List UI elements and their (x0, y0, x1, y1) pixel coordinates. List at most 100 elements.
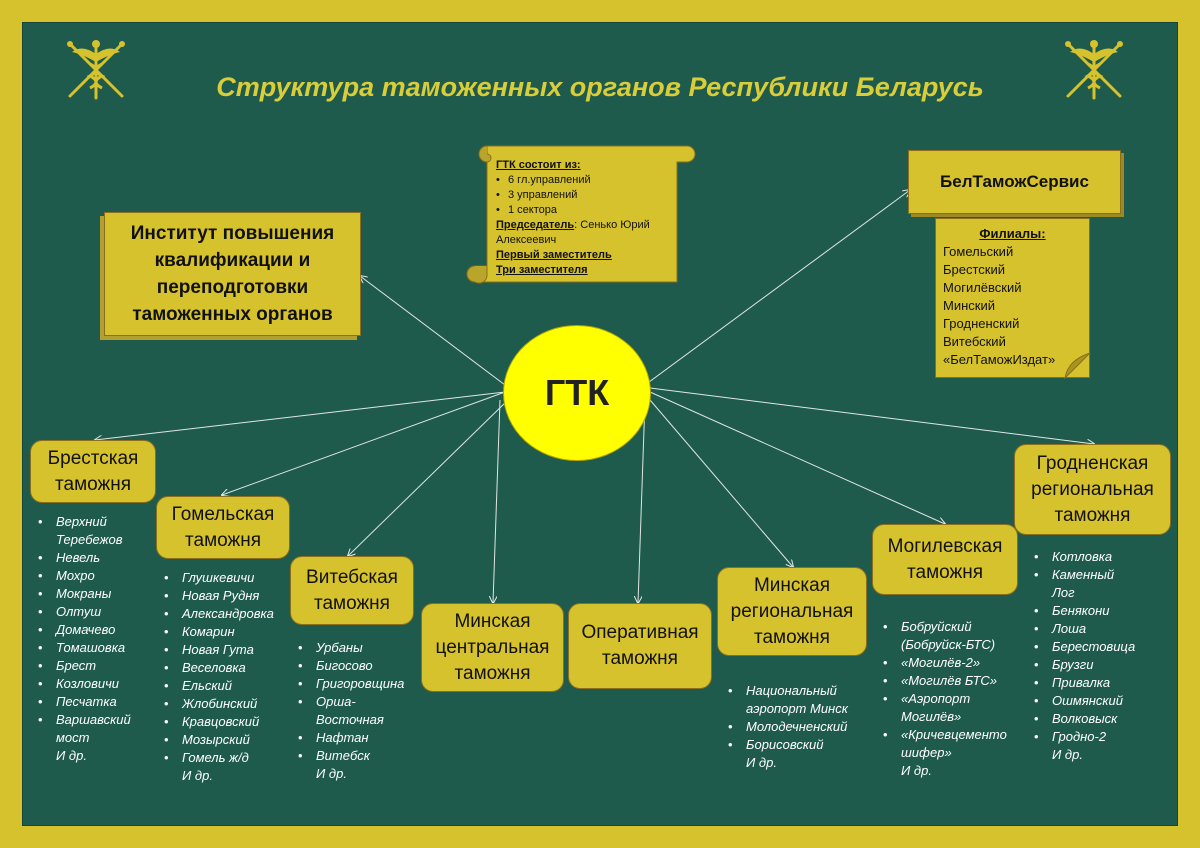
gtk-info-list: 6 гл.управлений 3 управлений 1 сектора (496, 173, 681, 218)
node-line: таможня (454, 662, 531, 684)
institute-box: Институт повышения квалификации и перепо… (104, 212, 361, 336)
customs-post-item: Варшавский мост (38, 711, 156, 747)
customs-post-item: Жлобинский (164, 695, 282, 713)
branches-heading: Филиалы: (979, 226, 1046, 241)
customs-post-item: Котловка (1034, 548, 1134, 566)
node-line: таможня (185, 529, 261, 551)
customs-post-item: Каменный Лог (1034, 566, 1134, 602)
customs-post-item: Невель (38, 549, 156, 567)
branch-item: Гродненский (943, 316, 1020, 331)
customs-post-item: Национальный аэропорт Минск (728, 682, 864, 718)
customs-post-item: Мозырский (164, 731, 282, 749)
customs-post-item: Григоровщина (298, 675, 416, 693)
gtk-info-chairman: Председатель: Сенько Юрий Алексеевич (496, 218, 681, 248)
institute-line-2: квалификации и (154, 250, 311, 271)
branch-item: Гомельский (943, 244, 1014, 259)
page-curl-icon (1064, 352, 1091, 379)
node-line: Гродненская (1036, 452, 1149, 474)
chairman-name: : Сенько Юрий Алексеевич (496, 219, 650, 246)
customs-post-item: Борисовский (728, 736, 864, 754)
gtk-info-text: ГТК состоит из: 6 гл.управлений 3 управл… (496, 158, 681, 278)
page-title: Структура таможенных органов Республики … (216, 72, 984, 102)
customs-post-etc: И др. (901, 763, 932, 778)
node-line: региональная (1031, 478, 1154, 500)
node-line: Могилевская (887, 535, 1003, 557)
customs-post-item: Верхний Теребежов (38, 513, 156, 549)
customs-post-item: Орша-Восточная (298, 693, 416, 729)
node-line: Оперативная (581, 622, 699, 643)
beltamozh-box: БелТаможСервис (908, 150, 1121, 214)
arrow-to-vitebsk (348, 399, 509, 556)
chairman-label: Председатель (496, 219, 575, 231)
customs-post-item: «Могилёв БТС» (883, 672, 1019, 690)
node-line: Минская (753, 574, 830, 596)
node-line: региональная (730, 600, 854, 622)
customs-post-item: Новая Гута (164, 641, 282, 659)
gomel-posts-list: ГлушкевичиНовая РудняАлександровкаКомари… (164, 569, 282, 785)
node-operative-customs: Оперативная таможня (568, 603, 712, 689)
branch-item: Брестский (943, 262, 1006, 277)
minsk-regional-posts-list: Национальный аэропорт МинскМолодечненски… (728, 682, 864, 772)
customs-post-item: Песчатка (38, 693, 156, 711)
customs-post-etc: И др. (316, 766, 347, 781)
customs-post-item: Нафтан (298, 729, 416, 747)
customs-post-item: Новая Рудня (164, 587, 282, 605)
node-line: таможня (55, 473, 131, 495)
customs-emblem-right-icon (1065, 40, 1123, 100)
customs-post-etc: И др. (1052, 747, 1083, 762)
customs-post-item: «Могилёв-2» (883, 654, 1019, 672)
customs-post-item: «Кричевцементо шифер» (883, 726, 1019, 762)
customs-post-item: Брест (38, 657, 156, 675)
gtk-info-item: 1 сектора (496, 203, 681, 218)
node-line: таможня (1054, 504, 1131, 526)
customs-post-item: Олтуш (38, 603, 156, 621)
node-line: таможня (602, 648, 678, 669)
branch-item: Витебский (943, 334, 1006, 349)
arrow-to-beltamozh (644, 190, 910, 386)
node-line: Витебская (306, 566, 398, 588)
customs-post-item: Ошмянский (1034, 692, 1134, 710)
customs-post-item: Привалка (1034, 674, 1134, 692)
customs-post-item: Витебск (298, 747, 416, 765)
institute-line-1: Институт повышения (130, 223, 335, 244)
customs-post-item: Волковыск (1034, 710, 1134, 728)
arrow-to-minsk-central (493, 399, 501, 603)
customs-post-item: Глушкевичи (164, 569, 282, 587)
customs-post-item: Бигосово (298, 657, 416, 675)
branch-item: Могилёвский (943, 280, 1022, 295)
customs-post-etc: И др. (182, 768, 213, 783)
gtk-info-heading: ГТК состоит из: (496, 159, 581, 171)
customs-post-item: Комарин (164, 623, 282, 641)
customs-post-item: Домачево (38, 621, 156, 639)
arrow-to-institute (360, 276, 506, 386)
customs-emblem-left-icon (67, 40, 125, 100)
customs-post-etc: И др. (746, 755, 777, 770)
customs-post-item: Александровка (164, 605, 282, 623)
arrow-to-brest (95, 391, 506, 440)
customs-post-item: Гродно-2 (1034, 728, 1134, 746)
customs-post-item: Брузги (1034, 656, 1134, 674)
customs-post-item: Молодечненский (728, 718, 864, 736)
institute-line-4: таможенных органов (132, 304, 333, 325)
beltamozh-branches-note: Филиалы: Гомельский Брестский Могилёвски… (935, 218, 1090, 378)
deputies: Три заместителя (496, 264, 588, 276)
customs-post-item: Берестовица (1034, 638, 1135, 656)
gtk-info-item: 3 управлений (496, 188, 681, 203)
arrow-to-mogilev (649, 391, 945, 524)
customs-post-item: Гомель ж/д (164, 749, 282, 767)
customs-post-item: Козловичи (38, 675, 156, 693)
arrow-to-gomel (222, 391, 506, 495)
node-grodno-customs: Гродненская региональная таможня (1014, 444, 1171, 535)
institute-line-3: переподготовки (156, 277, 309, 298)
customs-post-item: Мохро (38, 567, 156, 585)
customs-post-item: Урбаны (298, 639, 416, 657)
customs-post-item: Мокраны (38, 585, 156, 603)
node-line: таможня (754, 626, 830, 648)
node-gomel-customs: Гомельская таможня (156, 496, 290, 559)
node-line: Гомельская (171, 503, 275, 525)
gtk-center-node: ГТК (503, 325, 651, 461)
